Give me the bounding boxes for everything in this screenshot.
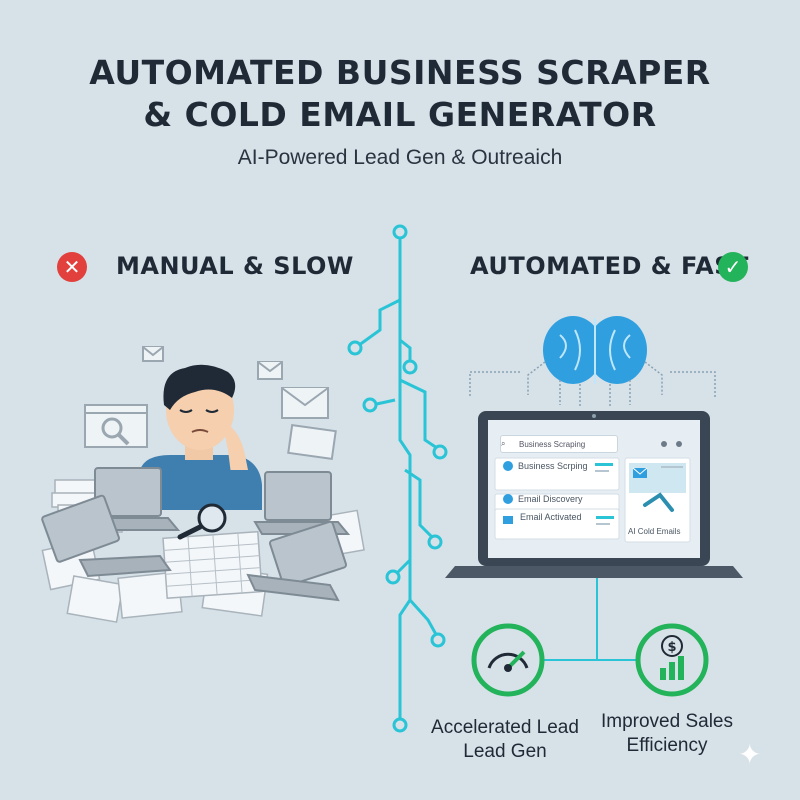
metric-2-line-1: Improved Sales [600,711,733,732]
automated-heading: AUTOMATED & FAST [470,252,749,280]
search-input[interactable]: Business Scraping [500,435,618,453]
metric-1-line-2: Lead Gen [463,741,547,762]
dashboard-row-discovery: Email Discovery [518,494,583,504]
check-mark-icon: ✓ [718,252,748,282]
automated-scene: $ [445,316,743,697]
x-mark-icon: ✕ [57,252,87,282]
sparkle-icon: ✦ [738,738,762,771]
dashboard-row-scraping: Business Scrping [518,461,588,471]
title-line-1: AUTOMATED BUSINESS SCRAPER [89,53,711,92]
speedometer-icon [471,623,545,697]
metric-accelerated-lead: Accelerated Lead Lead Gen [410,716,600,764]
svg-text:$: $ [667,640,676,655]
dashboard-panels [494,441,691,543]
ai-brain-icon [543,316,647,384]
laptop-bottom-left [41,494,172,578]
page-subtitle: AI-Powered Lead Gen & Outreaich [237,146,563,169]
manual-scene [41,346,365,623]
title-line-2: & COLD EMAIL GENERATOR [143,95,657,134]
browser-window-icon [84,404,148,448]
page-title: AUTOMATED BUSINESS SCRAPER & COLD EMAIL … [0,52,800,136]
metric-sales-efficiency: Improved Sales Efficiency [572,710,762,758]
magnifying-glass-icon [177,503,227,540]
metric-2-line-2: Efficiency [626,735,708,756]
spreadsheet-paper [162,530,263,600]
metric-1-line-1: Accelerated Lead [431,717,579,738]
circuit-divider [347,224,448,733]
envelope-icon [142,346,337,461]
tired-person [140,364,262,510]
dashboard-row-activated: Email Activated [520,512,582,522]
search-icon: ⌕ [501,439,506,448]
ai-cold-emails-card: AI Cold Emails [628,527,681,536]
manual-heading: MANUAL & SLOW [116,252,354,280]
dollar-chart-icon: $ [635,623,709,697]
laptop-bottom-right [246,520,348,602]
